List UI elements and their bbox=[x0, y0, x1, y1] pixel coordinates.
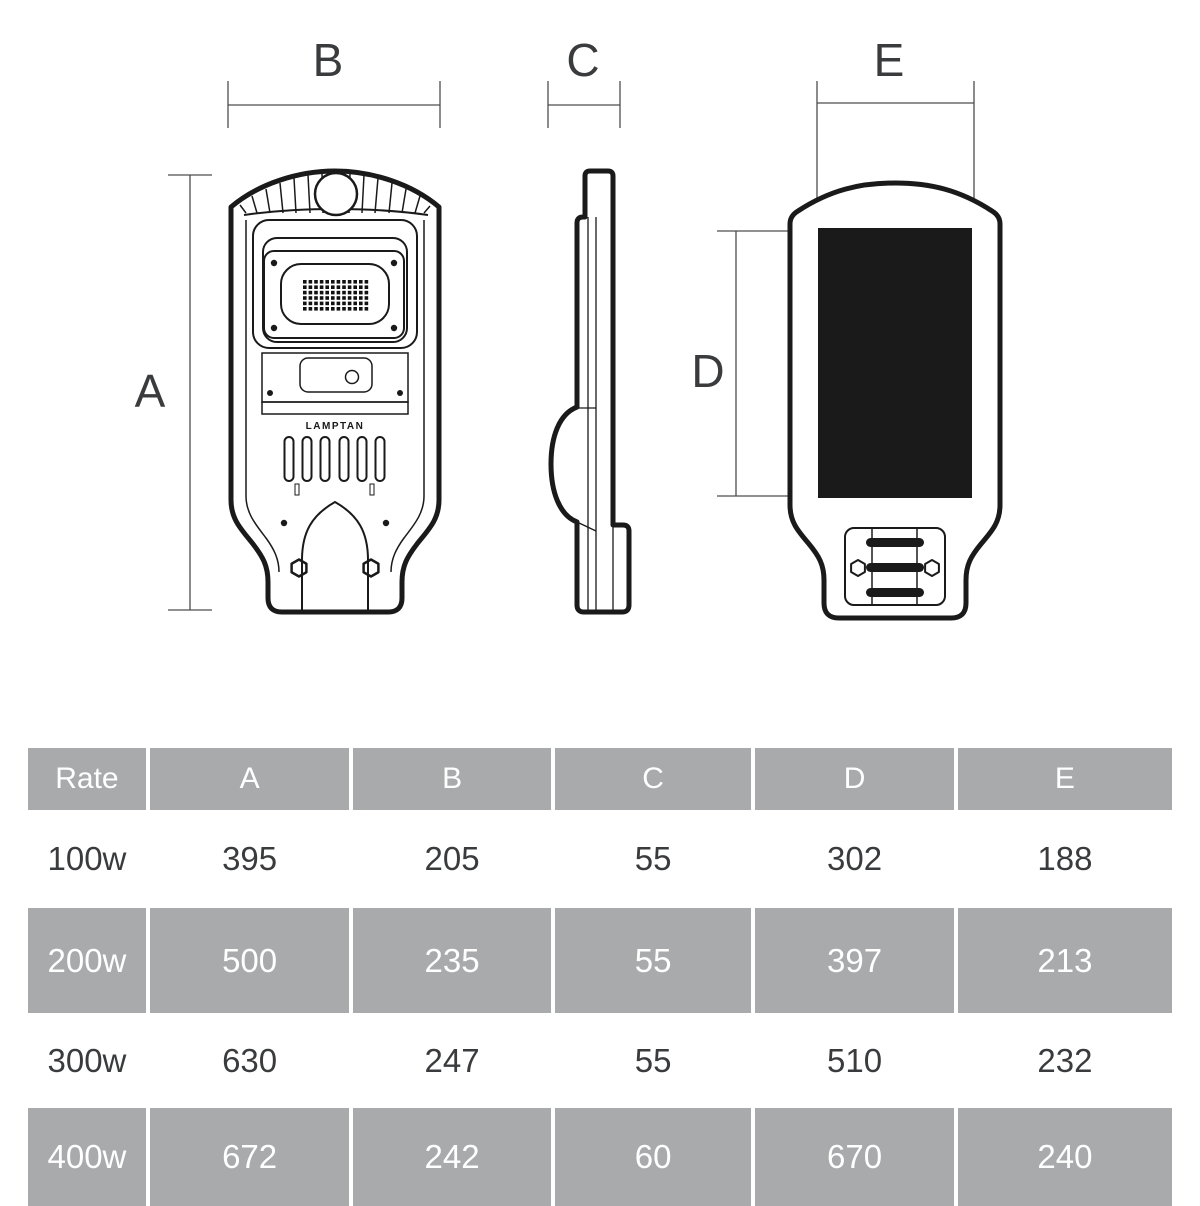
dimension-b bbox=[227, 81, 441, 128]
value-cell: 55 bbox=[634, 840, 672, 877]
dim-label-e: E bbox=[874, 34, 905, 86]
dimension-a bbox=[168, 174, 212, 611]
spec-table: Rate A B C D E 100w 395 205 55 302 188 2… bbox=[28, 748, 1172, 1206]
hex-bolt bbox=[362, 558, 380, 578]
header-e: E bbox=[957, 748, 1172, 810]
value-cell: 247 bbox=[424, 1041, 480, 1079]
value-cell: 213 bbox=[957, 908, 1172, 1013]
dim-label-d: D bbox=[691, 345, 724, 397]
dimension-c bbox=[547, 81, 621, 128]
value-cell: 240 bbox=[957, 1108, 1172, 1206]
table-row: 300w 630 247 55 510 232 bbox=[28, 1013, 1172, 1108]
value-cell: 232 bbox=[1037, 1041, 1093, 1079]
rate-cell: 300w bbox=[47, 1041, 127, 1079]
sensor-circle bbox=[313, 171, 359, 217]
value-cell: 500 bbox=[149, 908, 350, 1013]
rate-cell: 100w bbox=[47, 840, 127, 877]
rate-cell: 200w bbox=[28, 908, 146, 1013]
dim-label-b: B bbox=[313, 34, 344, 86]
hex-bolt bbox=[924, 559, 940, 577]
dim-label-a: A bbox=[135, 365, 166, 417]
header-c: C bbox=[554, 748, 752, 810]
value-cell: 395 bbox=[222, 840, 278, 877]
solar-panel bbox=[818, 228, 972, 498]
header-d: D bbox=[755, 748, 954, 810]
value-cell: 397 bbox=[755, 908, 954, 1013]
value-cell: 510 bbox=[827, 1041, 883, 1079]
bracket-tongue bbox=[301, 500, 369, 612]
side-view bbox=[548, 168, 632, 615]
table-row: 100w 395 205 55 302 188 bbox=[28, 810, 1172, 908]
table-row: 200w 500 235 55 397 213 bbox=[28, 908, 1172, 1013]
switch-panel bbox=[299, 357, 373, 393]
value-cell: 242 bbox=[353, 1108, 551, 1206]
front-view bbox=[228, 168, 442, 615]
hex-bolt bbox=[850, 559, 866, 577]
value-cell: 55 bbox=[554, 908, 752, 1013]
header-b: B bbox=[353, 748, 551, 810]
value-cell: 672 bbox=[149, 1108, 350, 1206]
value-cell: 188 bbox=[1037, 840, 1093, 877]
led-lens bbox=[280, 263, 390, 325]
table-header-row: Rate A B C D E bbox=[28, 748, 1172, 810]
value-cell: 235 bbox=[353, 908, 551, 1013]
value-cell: 302 bbox=[827, 840, 883, 877]
value-cell: 205 bbox=[424, 840, 480, 877]
value-cell: 630 bbox=[222, 1041, 278, 1079]
value-cell: 670 bbox=[755, 1108, 954, 1206]
switch-button bbox=[344, 369, 360, 385]
rate-cell: 400w bbox=[28, 1108, 146, 1206]
street-light-views-svg: A B C E D bbox=[135, 34, 1003, 621]
brand-text: LAMPTAN bbox=[306, 421, 365, 432]
header-a: A bbox=[149, 748, 350, 810]
table-row: 400w 672 242 60 670 240 bbox=[28, 1108, 1172, 1206]
header-rate: Rate bbox=[28, 748, 146, 810]
value-cell: 55 bbox=[634, 1041, 672, 1079]
value-cell: 60 bbox=[554, 1108, 752, 1206]
hex-bolt bbox=[290, 558, 308, 578]
led-plate bbox=[263, 250, 405, 339]
back-view bbox=[787, 180, 1003, 621]
vent-slots bbox=[283, 436, 386, 482]
dim-label-c: C bbox=[566, 34, 599, 86]
technical-drawing: A B C E D bbox=[135, 34, 1003, 621]
led-array bbox=[303, 280, 369, 311]
